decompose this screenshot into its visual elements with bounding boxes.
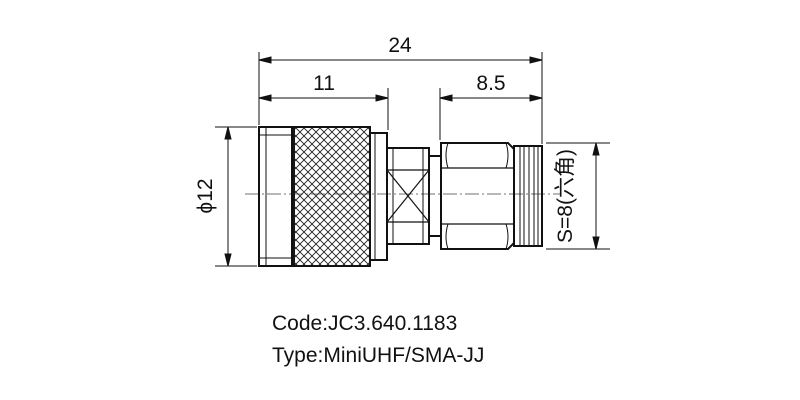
product-type: Type:MiniUHF/SMA-JJ [272, 344, 485, 367]
miniuhf-coupling-nut [258, 126, 388, 267]
dim-right-section-length: 8.5 [476, 72, 505, 95]
sma-hex-nut [440, 142, 515, 250]
product-code: Code:JC3.640.1183 [272, 312, 458, 335]
extension-lines [215, 52, 610, 267]
inner-hex-body [386, 147, 442, 245]
dim-diameter: ϕ12 [194, 178, 217, 213]
sma-threaded-end [513, 145, 543, 247]
dimension-lines [224, 56, 600, 267]
dim-overall-length: 24 [388, 34, 412, 57]
dim-hex-size: S=8(六角) [554, 149, 577, 243]
dim-left-section-length: 11 [313, 72, 335, 95]
